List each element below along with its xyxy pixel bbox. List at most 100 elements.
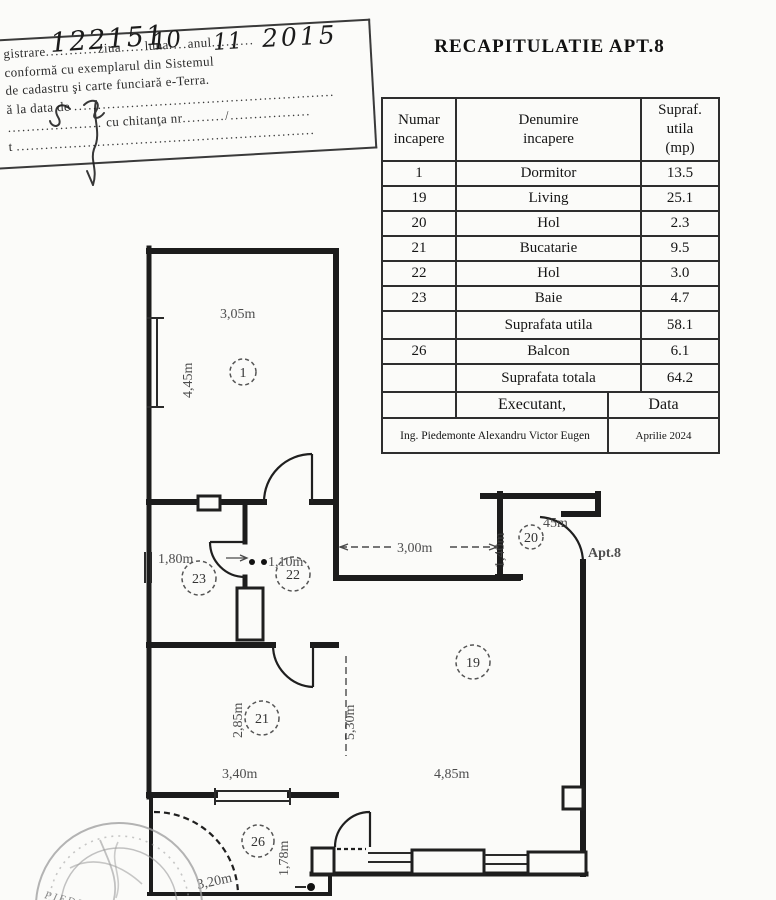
cell-name: Balcon [454,338,643,365]
cell-num: 20 [381,210,457,237]
window-niche [561,785,585,811]
door-arc-entrance [539,515,585,563]
table-row: 19 Living 25.1 [381,185,721,212]
door-arc-dormitor [262,452,314,503]
cell-name: Suprafata utila [454,310,643,340]
table-row-total: Suprafata totala 64.2 [381,363,721,393]
handwritten-year: 2015 [261,20,339,53]
wall-block [410,848,486,876]
executant-label: Executant, [455,391,609,419]
cell-area: 13.5 [640,160,721,187]
cell-num [381,310,457,340]
cell-num: 1 [381,160,457,187]
table-row: 26 Balcon 6.1 [381,338,721,365]
cell-name: Baie [454,285,643,312]
dim-dormitor-width: 3,05m [220,307,256,322]
door-swing-balcon [153,810,240,894]
dim-entrance-door: 45m [543,516,568,531]
cell-name: Dormitor [454,160,643,187]
cell-area: 2.3 [640,210,721,237]
plan-date: Aprilie 2024 [606,417,721,454]
door-arc-living-balcon [333,810,372,848]
table-row: 20 Hol 2.3 [381,210,721,237]
table-header-row: Numar incapere Denumire incapere Supraf.… [381,97,721,162]
room-label-baie: 23 [181,560,217,596]
col-header-suprafata: Supraf. utila (mp) [640,97,721,162]
executant-name: Ing. Piedemonte Alexandru Victor Eugen [381,417,609,454]
svg-text:1: 1 [240,366,247,381]
cell-name: Bucatarie [454,235,643,262]
door-arc-bucatarie [271,644,315,689]
col-header-denumire: Denumire incapere [454,97,643,162]
cell-area: 58.1 [640,310,721,340]
page-title: RECAPITULATIE APT.8 [434,36,665,57]
cell-num: 22 [381,260,457,287]
cell-num: 23 [381,285,457,312]
table-row: 22 Hol 3.0 [381,260,721,287]
cell-num: 19 [381,185,457,212]
table-row: 21 Bucatarie 9.5 [381,235,721,262]
duct [196,494,222,512]
room-label-dormitor: 1 [229,358,257,386]
dim-hol22-width: 1,10m [268,555,304,570]
doors [153,452,585,894]
apartment-label: Apt.8 [588,546,621,561]
cell-name: Suprafata totala [454,363,643,393]
cell-num [381,363,457,393]
handwritten-month: 11 [212,28,244,56]
dim-bucatarie-height: 2,85m [231,703,246,739]
seal-text-fragment: PIEDE [42,889,86,900]
room-label-hol22: 22 [275,556,311,592]
handwritten-scribble [49,99,105,186]
cell-name: Hol [454,210,643,237]
svg-text:20: 20 [524,531,538,546]
dim-balcon-height: 1,78m [277,841,292,877]
table-row: 1 Dormitor 13.5 [381,160,721,187]
dimension-lines [226,543,499,756]
dimension-labels: 3,05m 4,45m 1,80m 1,10m 3,00m 1,40m 45m … [158,307,621,893]
room-label-balcon: 26 [241,824,275,858]
dim-partition-height: 5,30m [343,705,358,741]
dim-dormitor-height: 4,45m [181,363,196,399]
cell-num: 21 [381,235,457,262]
cell-num: 26 [381,338,457,365]
dim-baie-width: 1,80m [158,552,194,567]
round-stamp: PIEDE [35,822,203,900]
dim-balcon-width: 3,20m [196,871,234,893]
cell-area: 3.0 [640,260,721,287]
wall-block [526,850,588,876]
svg-text:19: 19 [466,656,480,671]
handwritten-registration-number: 122151 [49,20,167,59]
svg-text:23: 23 [192,572,206,587]
recap-table: Numar incapere Denumire incapere Supraf.… [381,97,721,454]
data-label: Data [606,391,721,419]
svg-text:22: 22 [286,568,300,583]
col-header-numar: Numar incapere [381,97,457,162]
table-footer-row: Executant, Data [381,391,721,419]
table-row-subtotal: Suprafata utila 58.1 [381,310,721,340]
survey-point [307,883,315,891]
cell-area: 25.1 [640,185,721,212]
svg-text:21: 21 [255,712,269,727]
room-label-hol20: 20 [518,524,544,550]
room-labels: 1 19 20 21 22 23 [181,358,544,858]
cell-area: 4.7 [640,285,721,312]
room-label-bucatarie: 21 [244,700,280,736]
door-arc-baie [208,540,246,579]
cell-area: 9.5 [640,235,721,262]
room-label-living: 19 [455,644,491,680]
table-row: 23 Baie 4.7 [381,285,721,312]
cell-area: 64.2 [640,363,721,393]
walls [146,245,601,896]
cell-name: Hol [454,260,643,287]
cell-empty [381,391,457,419]
window-post [310,846,336,876]
windows [144,317,588,891]
dim-corridor-width: 3,00m [397,541,433,556]
table-signature-row: Ing. Piedemonte Alexandru Victor Eugen A… [381,417,721,454]
dim-hol20-height: 1,40m [493,533,508,569]
dim-bucatarie-width: 3,40m [222,767,258,782]
handwritten-day: 10 [150,26,183,56]
